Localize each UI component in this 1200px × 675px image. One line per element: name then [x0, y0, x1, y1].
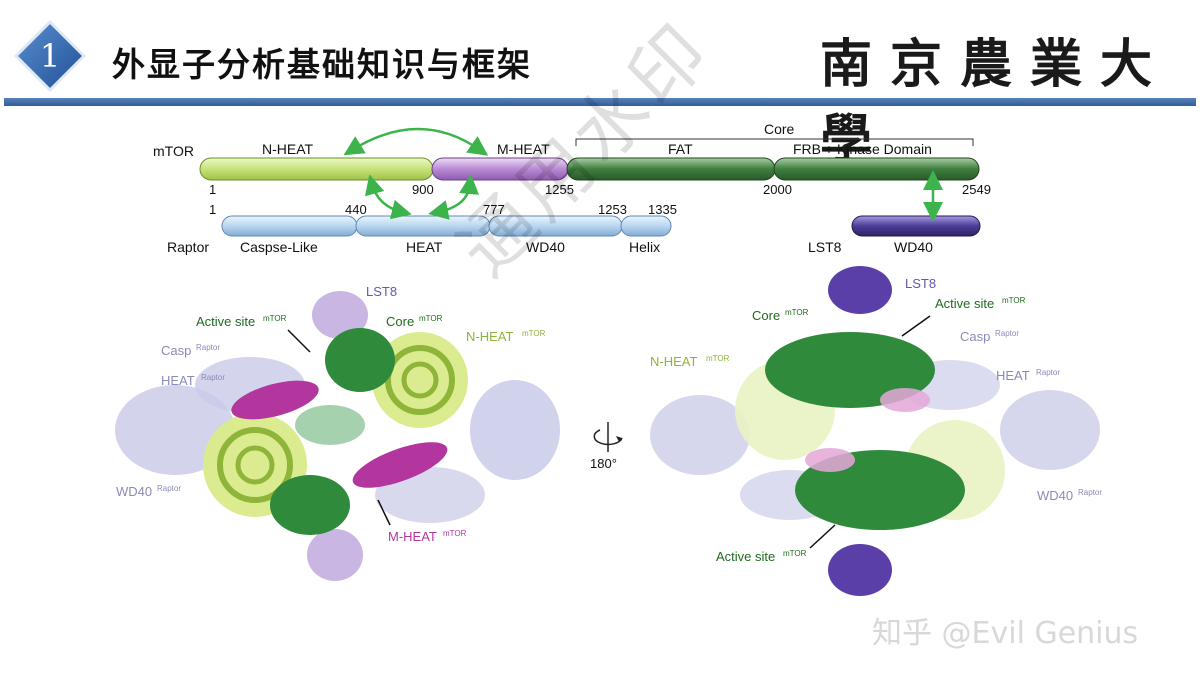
- structure-left-illustration: [115, 291, 560, 581]
- mtor-pos-1: 1: [209, 182, 216, 197]
- helix-label: Helix: [629, 239, 660, 255]
- diamond-icon: [13, 19, 87, 93]
- raptor-heat-domain: [355, 215, 491, 237]
- right-heat-label: HEAT: [996, 368, 1030, 383]
- right-casp-sup: Raptor: [995, 329, 1019, 338]
- raptor-pos-1253: 1253: [598, 202, 627, 217]
- right-casp-label: Casp: [960, 329, 990, 344]
- right-wd40-label: WD40: [1037, 488, 1073, 503]
- left-heat-label: HEAT: [161, 373, 195, 388]
- raptor-wd40-domain: [488, 215, 623, 237]
- left-nheat-sup: mTOR: [522, 329, 546, 338]
- interaction-arrow-mheat-raptor: [428, 174, 480, 220]
- right-wd40-sup: Raptor: [1078, 488, 1102, 497]
- mtor-label: mTOR: [153, 143, 194, 159]
- left-wd40-sup: Raptor: [157, 484, 181, 493]
- left-lst8-label: LST8: [366, 284, 397, 299]
- header-divider: [4, 98, 1196, 106]
- raptor-pos-1335: 1335: [648, 202, 677, 217]
- mtor-pos-2000: 2000: [763, 182, 792, 197]
- lst8-label: LST8: [808, 239, 842, 255]
- right-core-label: Core: [752, 308, 780, 323]
- left-mheat-label: M-HEAT: [388, 529, 437, 544]
- section-number: 1: [39, 37, 61, 75]
- core-label: Core: [764, 121, 795, 137]
- author-credit: 知乎 @Evil Genius: [872, 616, 1139, 651]
- left-nheat-label: N-HEAT: [466, 329, 513, 344]
- right-active-site-bottom-label: Active site: [716, 549, 775, 564]
- heat-label: HEAT: [406, 239, 443, 255]
- left-mheat-sup: mTOR: [443, 529, 467, 538]
- page-title: 外显子分析基础知识与框架: [112, 45, 532, 84]
- lst8-wd40-domain: [851, 215, 981, 237]
- raptor-pos-1: 1: [209, 202, 216, 217]
- right-active-site-top-label: Active site: [935, 296, 994, 311]
- core-bracket: [575, 138, 974, 146]
- caspse-label: Caspse-Like: [240, 239, 318, 255]
- right-lst8-label: LST8: [905, 276, 936, 291]
- raptor-pos-440: 440: [345, 202, 367, 217]
- mtor-pos-2549: 2549: [962, 182, 991, 197]
- fat-label: FAT: [668, 141, 693, 157]
- right-nheat-label: N-HEAT: [650, 354, 697, 369]
- right-heat-sup: Raptor: [1036, 368, 1060, 377]
- right-nheat-sup: mTOR: [706, 354, 730, 363]
- left-wd40-label: WD40: [116, 484, 152, 499]
- mtor-pos-900: 900: [412, 182, 434, 197]
- left-casp-sup: Raptor: [196, 343, 220, 352]
- frb-kinase-label: FRB + Kinase Domain: [793, 141, 932, 157]
- section-badge: 1: [13, 19, 87, 93]
- left-core-label: Core: [386, 314, 414, 329]
- mtor-pos-1255: 1255: [545, 182, 574, 197]
- mheat-label: M-HEAT: [497, 141, 550, 157]
- right-active-site-top-sup: mTOR: [1002, 296, 1026, 305]
- nheat-label: N-HEAT: [262, 141, 314, 157]
- interaction-arrow-nheat-raptor: [364, 174, 412, 220]
- left-heat-sup: Raptor: [201, 373, 225, 382]
- nheat-domain: [199, 157, 434, 181]
- wd40-label: WD40: [526, 239, 565, 255]
- raptor-helix-domain: [620, 215, 672, 237]
- raptor-pos-777: 777: [483, 202, 505, 217]
- rotate-180-icon: [593, 422, 623, 452]
- right-active-site-bottom-sup: mTOR: [783, 549, 807, 558]
- left-active-site-sup: mTOR: [263, 314, 287, 323]
- rotation-label: 180°: [590, 456, 617, 471]
- interaction-arrow-nheat-mheat: [343, 127, 489, 156]
- frb-kinase-domain: [773, 157, 980, 181]
- left-core-sup: mTOR: [419, 314, 443, 323]
- right-core-sup: mTOR: [785, 308, 809, 317]
- fat-domain: [566, 157, 776, 181]
- raptor-label: Raptor: [167, 239, 209, 255]
- raptor-caspse-domain: [221, 215, 358, 237]
- left-casp-label: Casp: [161, 343, 191, 358]
- lst8-wd40-label: WD40: [894, 239, 933, 255]
- left-active-site-label: Active site: [196, 314, 255, 329]
- structure-right-illustration: [650, 266, 1100, 596]
- mheat-domain: [431, 157, 569, 181]
